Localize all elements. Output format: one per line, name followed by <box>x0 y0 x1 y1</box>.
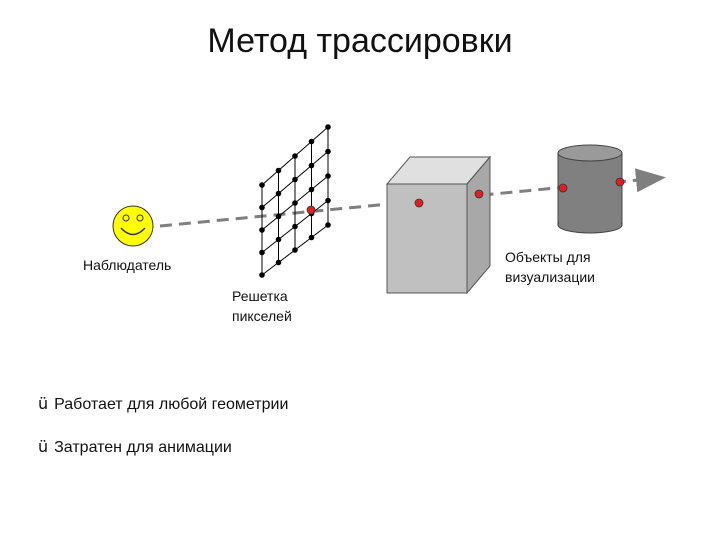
grid-node <box>308 162 315 169</box>
grid-node <box>259 227 265 233</box>
hit-point-box-back <box>474 189 484 199</box>
grid-node <box>325 148 331 155</box>
observer-smiley-icon <box>112 205 154 247</box>
pixel-grid-label-line1: Решетка <box>232 288 288 304</box>
hit-point-cylinder-back <box>615 177 625 187</box>
objects-label-line1: Объекты для <box>505 249 591 265</box>
grid-node <box>275 190 282 197</box>
grid-node <box>259 182 265 188</box>
checkmark-icon: ü <box>38 437 49 456</box>
hit-point-grid <box>306 205 316 215</box>
grid-node <box>275 213 282 220</box>
bullet-item: ü Работает для любой геометрии <box>38 394 288 414</box>
bullet-text: Затратен для анимации <box>54 439 232 456</box>
bullet-text: Работает для любой геометрии <box>54 396 289 413</box>
hit-point-cylinder-front <box>558 183 568 193</box>
pixel-grid-label: Решетка пикселей <box>232 286 292 326</box>
cylinder-object <box>557 144 623 234</box>
observer-label: Наблюдатель <box>83 257 172 273</box>
checkmark-icon: ü <box>38 394 49 413</box>
grid-node <box>259 272 265 278</box>
grid-node <box>325 222 331 228</box>
pixel-grid-label-line2: пикселей <box>232 308 292 324</box>
hit-point-box-front <box>414 198 424 208</box>
grid-node <box>292 247 298 253</box>
grid-node <box>292 223 298 230</box>
grid-node <box>259 204 265 211</box>
slide-title: Метод трассировки <box>207 22 513 60</box>
grid-node <box>325 124 331 130</box>
grid-node <box>292 153 298 159</box>
grid-node <box>292 200 298 206</box>
objects-label: Объекты для визуализации <box>505 247 595 287</box>
grid-node <box>259 249 265 256</box>
grid-node <box>308 234 315 241</box>
pixel-grid <box>259 124 331 278</box>
objects-label-line2: визуализации <box>505 269 596 285</box>
grid-node <box>325 197 331 204</box>
grid-node <box>275 259 282 266</box>
grid-node <box>275 236 282 243</box>
box-object <box>385 155 492 295</box>
bullet-item: ü Затратен для анимации <box>38 437 232 457</box>
grid-node <box>308 186 315 193</box>
grid-node <box>275 167 282 174</box>
intersection-points <box>306 177 625 215</box>
grid-node <box>308 138 315 145</box>
grid-node <box>325 173 331 179</box>
grid-node <box>292 176 298 183</box>
